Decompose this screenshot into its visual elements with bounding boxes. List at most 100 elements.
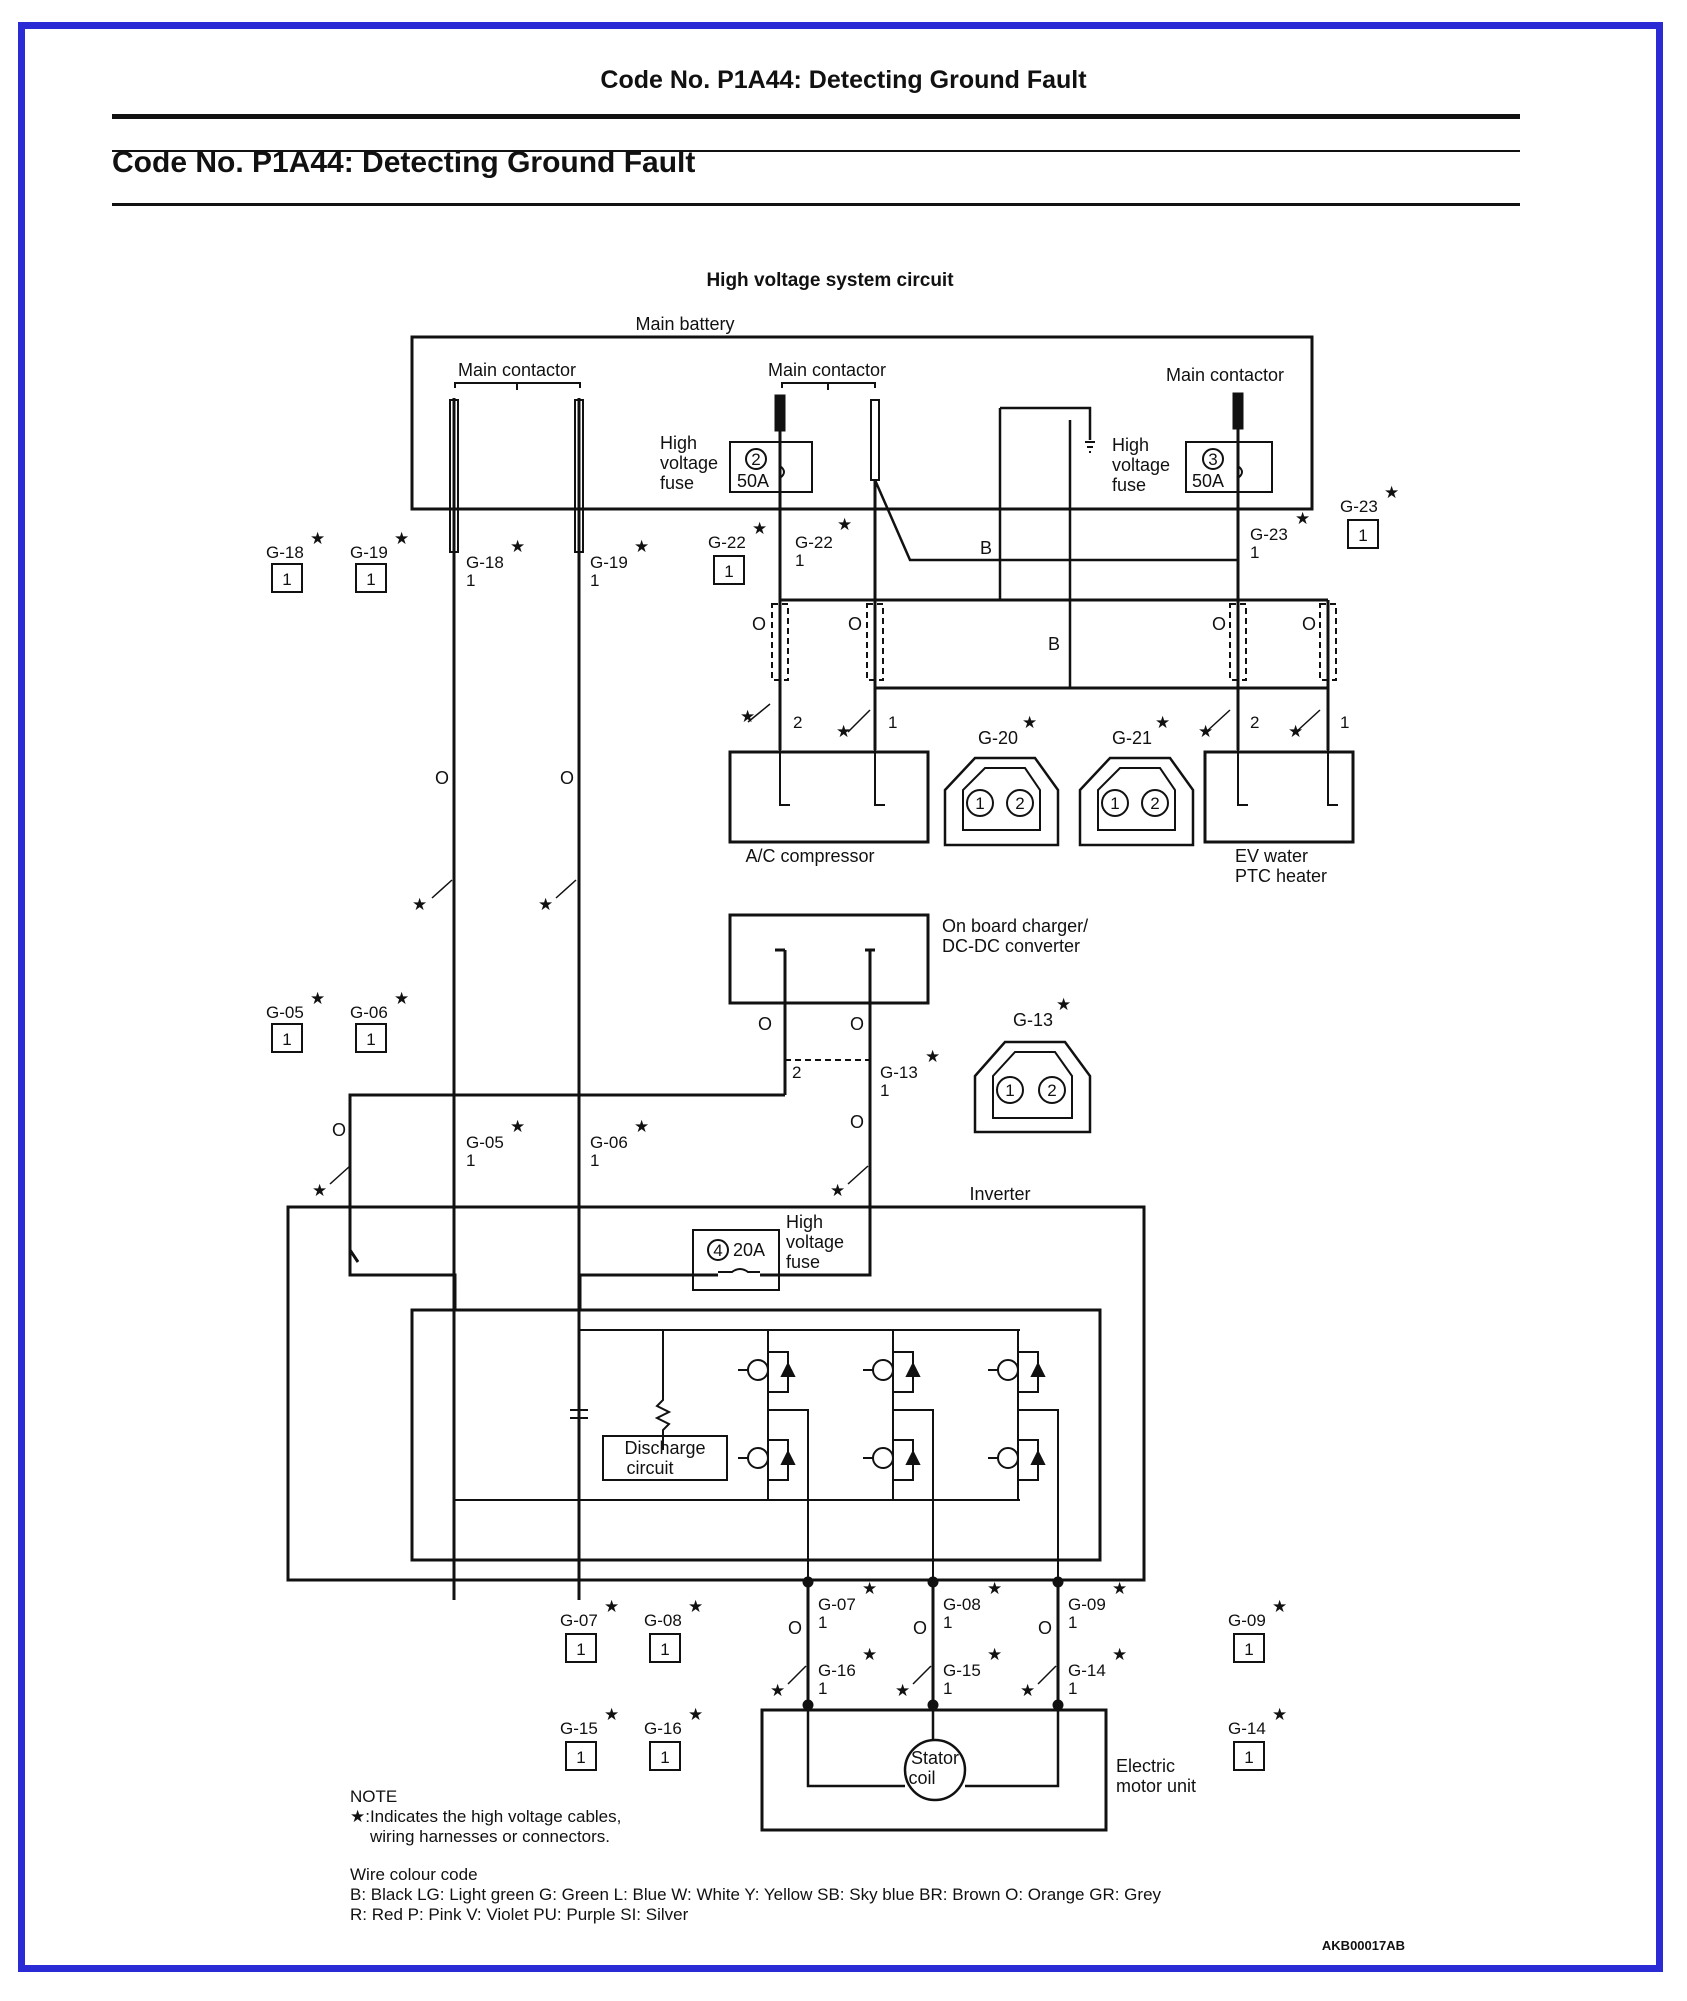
fuse2-label-2: voltage <box>660 453 718 473</box>
g19-pin: 1 <box>366 570 375 589</box>
fuse4-rating: 20A <box>733 1240 765 1260</box>
note-line-1: ★:Indicates the high voltage cables, <box>350 1807 621 1826</box>
g06-star: ★ <box>394 989 409 1008</box>
g07-label: G-07 <box>560 1611 598 1630</box>
fuse3-label-2: voltage <box>1112 455 1170 475</box>
u-wire-star: ★ <box>770 1681 785 1700</box>
g18-star: ★ <box>310 529 325 548</box>
discharge-label-1: Discharge <box>624 1438 705 1458</box>
header-rule <box>112 114 1520 119</box>
fuse4-label-2: voltage <box>786 1232 844 1252</box>
g16-inline-star: ★ <box>862 1645 877 1664</box>
wire-o-right: O <box>850 1112 864 1132</box>
contactor-g18 <box>449 398 459 553</box>
wire-o-charger-1: O <box>758 1014 772 1034</box>
g19-star: ★ <box>394 529 409 548</box>
g13-pin-1: 1 <box>1005 1081 1014 1100</box>
g07-connector-symbol: G-07 ★ 1 <box>560 1597 619 1663</box>
inverter-box <box>286 1205 1146 1582</box>
phase-wires <box>806 1580 1060 1710</box>
ev-heater-box <box>1203 750 1355 844</box>
v-wire-star: ★ <box>895 1681 910 1700</box>
g08-pin: 1 <box>660 1640 669 1659</box>
g18-pin: 1 <box>282 570 291 589</box>
g08-inline-star: ★ <box>987 1579 1002 1598</box>
g23-star: ★ <box>1384 483 1399 502</box>
g05-inline-label: G-05 <box>466 1133 504 1152</box>
g15-label: G-15 <box>560 1719 598 1738</box>
fuse2-label-3: fuse <box>660 473 694 493</box>
section-title: Code No. P1A44: Detecting Ground Fault <box>112 146 696 179</box>
wire-o-charger-2: O <box>850 1014 864 1034</box>
figure-id: AKB00017AB <box>1322 1938 1405 1953</box>
fuse2-label-1: High <box>660 433 697 453</box>
ac-pin-1: 1 <box>888 713 897 732</box>
fuse2-box <box>729 441 813 493</box>
g13-inline-label: G-13 <box>880 1063 918 1082</box>
discharge-circuit-box <box>602 1435 728 1481</box>
g13-pin-2: 2 <box>792 1063 801 1082</box>
g19-inline-star: ★ <box>634 537 649 556</box>
fuse3-number: 3 <box>1208 450 1217 469</box>
g22-connector-symbol: G-22 ★ 1 <box>708 519 767 585</box>
g08-inline-label: G-08 <box>943 1595 981 1614</box>
wire-o-u: O <box>788 1618 802 1638</box>
g15-pin: 1 <box>576 1748 585 1767</box>
charger-box <box>728 913 930 1005</box>
g22-inline-pin: 1 <box>795 551 804 570</box>
w-wire-star: ★ <box>1020 1681 1035 1700</box>
wire-o-3: O <box>1212 614 1226 634</box>
g15-connector-symbol: G-15 ★ 1 <box>560 1705 619 1771</box>
g14-inline-label: G-14 <box>1068 1661 1106 1680</box>
g13-label: G-13 <box>1013 1010 1053 1030</box>
left-wire-star: ★ <box>312 1181 327 1200</box>
ac-compressor-label: A/C compressor <box>745 846 874 866</box>
g16-pin: 1 <box>660 1748 669 1767</box>
g19-inline-label: G-19 <box>590 553 628 572</box>
g07-inline-label: G-07 <box>818 1595 856 1614</box>
g23-pin: 1 <box>1358 526 1367 545</box>
g08-label: G-08 <box>644 1611 682 1630</box>
g07-inline-pin: 1 <box>818 1613 827 1632</box>
diagram-title: High voltage system circuit <box>706 270 954 291</box>
main-battery-box <box>410 335 1314 511</box>
g16-inline-label: G-16 <box>818 1661 856 1680</box>
inverter-label: Inverter <box>969 1184 1030 1204</box>
wire-o-4: O <box>1302 614 1316 634</box>
g09-star: ★ <box>1272 1597 1287 1616</box>
wire-code-line-2: R: Red P: Pink V: Violet PU: Purple SI: … <box>350 1905 689 1924</box>
heater-pin-2: 2 <box>1250 713 1259 732</box>
g09-connector-symbol: G-09 ★ 1 <box>1228 1597 1287 1663</box>
g06-inline-star: ★ <box>634 1117 649 1136</box>
g05-pin: 1 <box>282 1030 291 1049</box>
stator-label-2: coil <box>908 1768 935 1788</box>
g14-pin: 1 <box>1244 1748 1253 1767</box>
ac-star-1: ★ <box>740 707 755 726</box>
g16-label: G-16 <box>644 1719 682 1738</box>
g21-connector-face: G-21 ★ 1 2 <box>1078 713 1195 847</box>
wire-code-title: Wire colour code <box>350 1865 478 1884</box>
contactor-g22 <box>774 394 786 432</box>
stator-label-1: Stator <box>911 1748 959 1768</box>
g18-connector-symbol: G-18 ★ 1 <box>266 529 325 593</box>
g14-inline-star: ★ <box>1112 1645 1127 1664</box>
main-contactor-label-2: Main contactor <box>768 360 886 380</box>
g06-connector-symbol: G-06 ★ 1 <box>350 989 409 1053</box>
g23-inline-star: ★ <box>1295 509 1310 528</box>
g21-pin-1: 1 <box>1110 794 1119 813</box>
g19-label: G-19 <box>350 543 388 562</box>
g05-connector-symbol: G-05 ★ 1 <box>266 989 325 1053</box>
g22-inline-star: ★ <box>837 515 852 534</box>
wire-o-2: O <box>848 614 862 634</box>
main-contactor-label-3: Main contactor <box>1166 365 1284 385</box>
heater-pin-1: 1 <box>1340 713 1349 732</box>
g09-inline-pin: 1 <box>1068 1613 1077 1632</box>
section-rule-bottom <box>112 203 1520 206</box>
g22-pin: 1 <box>724 562 733 581</box>
fuse2-number: 2 <box>751 450 760 469</box>
g20-star: ★ <box>1022 713 1037 732</box>
discharge-label-2: circuit <box>626 1458 673 1478</box>
g09-pin: 1 <box>1244 1640 1253 1659</box>
g20-pin-1: 1 <box>975 794 984 813</box>
g09-inline-star: ★ <box>1112 1579 1127 1598</box>
